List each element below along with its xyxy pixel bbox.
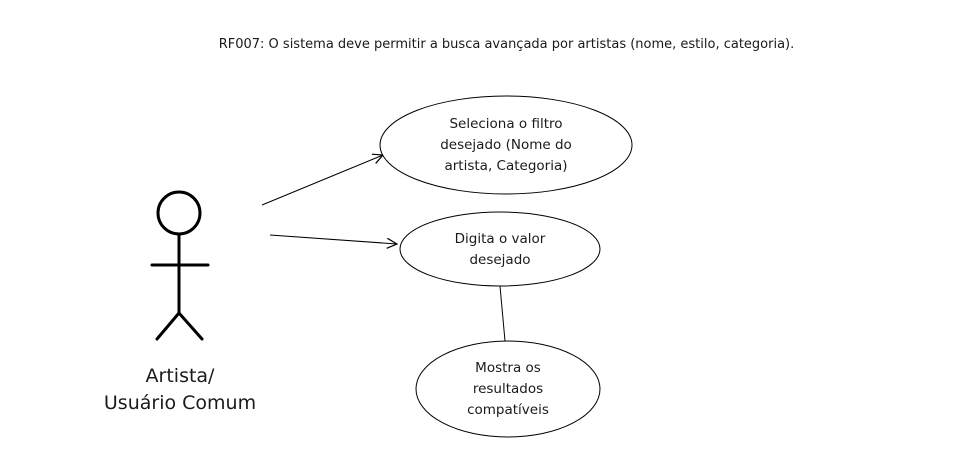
use-case-type-value-ellipse (399, 211, 601, 287)
use-case-select-filter-label: Seleciona o filtro desejado (Nome do art… (440, 115, 572, 174)
actor-head (156, 190, 202, 236)
association-arrow-type-value (269, 234, 397, 244)
use-case-show-results-label: Mostra os resultados compatíveis (467, 359, 549, 418)
use-case-select-filter-ellipse (379, 95, 633, 195)
actor-left-leg (155, 311, 181, 341)
actor-label: Artista/ Usuário Comum (60, 363, 300, 417)
actor-label-line-1: Artista/ (145, 365, 215, 387)
association-arrow-select-filter (261, 155, 383, 206)
requirement-title: RF007: O sistema deve permitir a busca a… (218, 37, 795, 52)
actor-label-line-2: Usuário Comum (103, 392, 257, 414)
use-case-type-value-label: Digita o valor desejado (454, 231, 546, 268)
link-type-value-to-show-results (499, 285, 506, 342)
actor-stick-figure (150, 190, 210, 341)
use-case-show-results-ellipse (415, 340, 601, 438)
actor-right-leg (177, 311, 204, 341)
